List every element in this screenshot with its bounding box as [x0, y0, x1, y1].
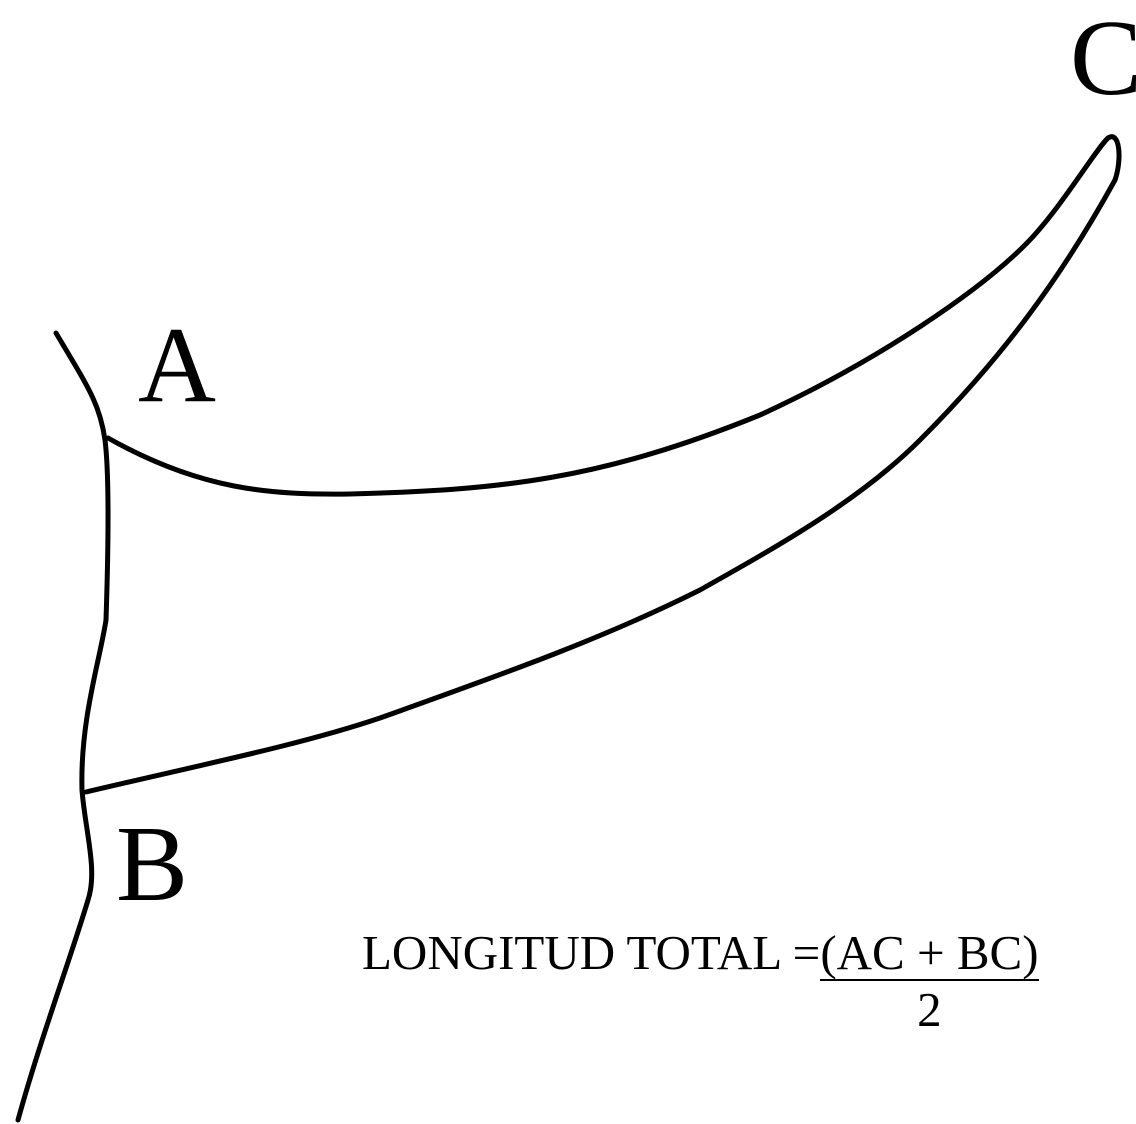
- base-outline: [15, 330, 111, 1123]
- label-b: B: [116, 805, 188, 924]
- curve-ac: [105, 134, 1122, 497]
- label-a: A: [138, 306, 216, 425]
- length-formula: LONGITUD TOTAL = (AC + BC)2: [362, 928, 1039, 1034]
- formula-lhs: LONGITUD TOTAL =: [362, 925, 821, 980]
- curve-bc: [83, 177, 1118, 795]
- label-c: C: [1070, 0, 1136, 118]
- formula-numerator: (AC + BC): [820, 925, 1039, 981]
- formula-denominator: 2: [917, 982, 942, 1037]
- formula-fraction: (AC + BC)2: [820, 925, 1039, 1037]
